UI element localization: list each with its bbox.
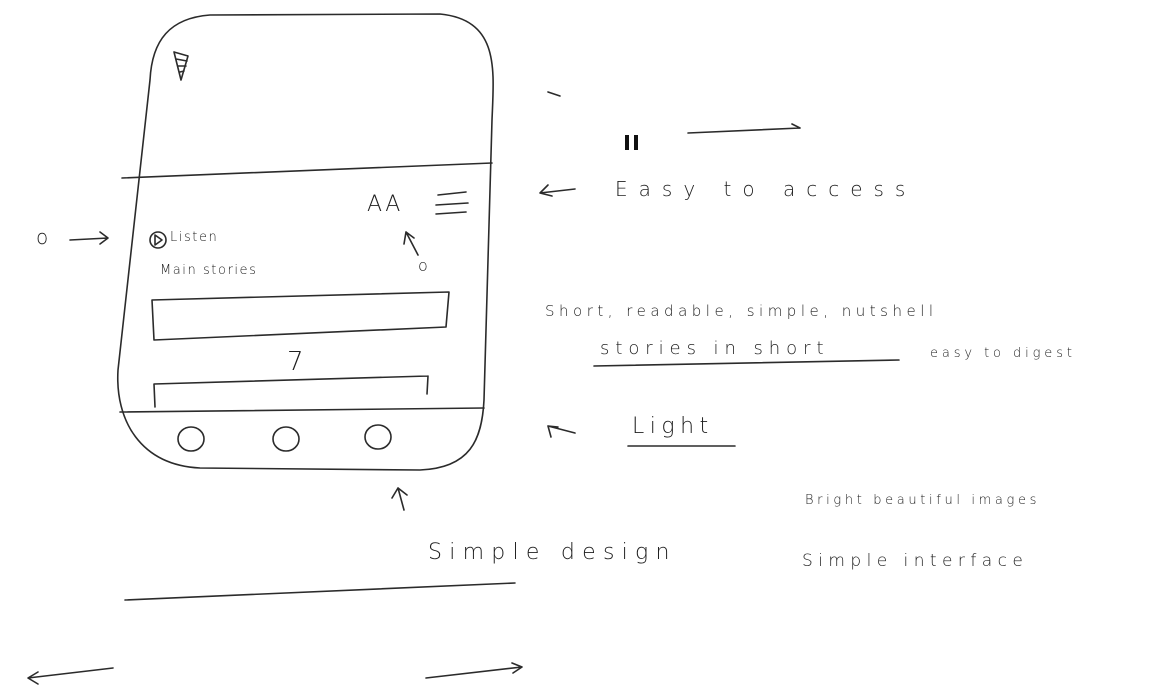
listen-marker: o [36, 225, 49, 249]
pause-icon [625, 135, 638, 150]
story-card-1 [151, 291, 450, 341]
phone-nav-divider [119, 407, 485, 413]
listen-label[interactable]: Listen [170, 230, 219, 245]
phone-outline [117, 13, 494, 471]
annotation-simple-design: Simple design [428, 540, 677, 565]
annotation-access: Easy to access [615, 177, 917, 201]
annotation-simple-interface: Simple interface [802, 551, 1029, 571]
logo-icon [173, 51, 189, 81]
arrow-icon [69, 231, 109, 245]
hamburger-menu-icon [435, 191, 469, 215]
annotation-easy-digest: easy to digest [930, 346, 1076, 361]
annotation-bright-images: Bright beautiful images [805, 493, 1040, 508]
nav-circle-icon [364, 424, 392, 450]
annotation-summary: Short, readable, simple, nutshell [545, 302, 938, 320]
story-number: 7 [287, 347, 304, 377]
nav-circle-icon [272, 426, 300, 452]
section-title: Main stories [160, 263, 258, 278]
annotation-light: Light [632, 414, 714, 439]
font-size-control[interactable]: AA [367, 192, 403, 217]
play-circle-icon [149, 231, 167, 249]
phone-header-divider [121, 162, 493, 179]
story-card-2 [153, 375, 429, 408]
aa-marker: o [418, 256, 428, 275]
annotation-stories-in-short: stories in short [600, 338, 830, 359]
nav-circle-icon [177, 426, 205, 452]
